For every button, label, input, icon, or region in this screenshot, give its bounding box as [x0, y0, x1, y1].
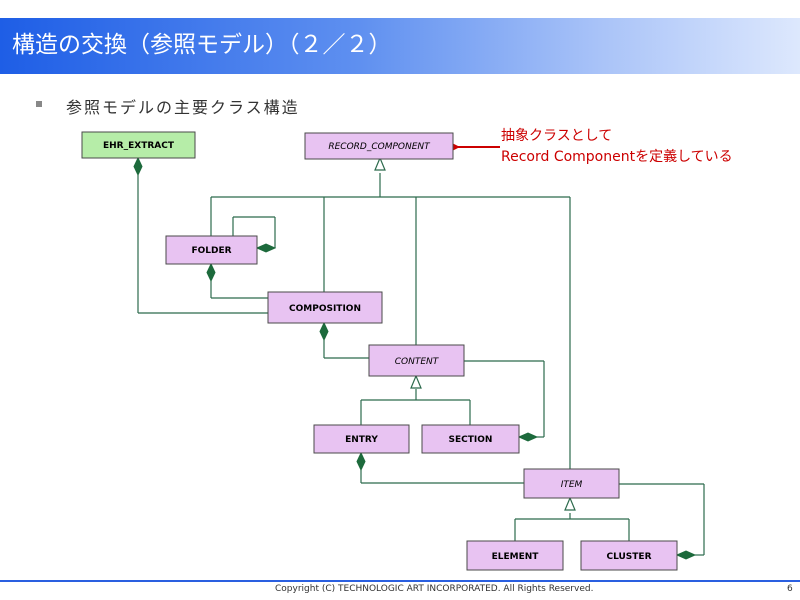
- slide-title: 構造の交換（参照モデル）（２／２）: [12, 32, 392, 58]
- association-composition-content: [319, 321, 369, 359]
- composition-diamond: [319, 321, 329, 342]
- inheritance-content: [360, 374, 471, 425]
- class-label: CLUSTER: [606, 552, 651, 562]
- composition-diamond: [255, 243, 277, 253]
- association-entry-item: [356, 451, 524, 484]
- class-label: CONTENT: [395, 357, 440, 367]
- association-cluster-item: [619, 483, 705, 560]
- association-ehr-extract: [133, 156, 268, 314]
- generalization-arrow: [374, 156, 386, 171]
- copyright-text: Copyright (C) TECHNOLOGIC ART INCORPORAT…: [275, 584, 594, 594]
- inheritance-item: [514, 496, 630, 541]
- class-entry: ENTRY: [313, 424, 410, 454]
- composition-diamond: [517, 432, 539, 442]
- class-label: RECORD_COMPONENT: [328, 142, 431, 152]
- class-label: SECTION: [449, 435, 493, 445]
- class-label: FOLDER: [191, 246, 231, 256]
- composition-diamond: [133, 156, 143, 177]
- class-content: CONTENT: [368, 344, 465, 377]
- annotation-note: 抽象クラスとして Record Componentを定義している: [501, 126, 733, 168]
- generalization-arrow: [564, 496, 576, 511]
- annotation-line-2: Record Componentを定義している: [501, 149, 733, 165]
- class-section: SECTION: [421, 424, 520, 454]
- class-record-component: RECORD_COMPONENT: [304, 132, 454, 160]
- class-label: COMPOSITION: [289, 304, 361, 314]
- title-bar: 構造の交換（参照モデル）（２／２）: [0, 18, 800, 74]
- inheritance-record-component: [210, 156, 571, 469]
- class-item: ITEM: [523, 468, 620, 499]
- composition-diamond: [206, 262, 216, 283]
- footer-rule: [0, 580, 800, 582]
- bullet-square-icon: [36, 101, 42, 107]
- composition-diamond: [356, 451, 366, 472]
- association-folder-composition: [206, 262, 268, 299]
- class-label: ITEM: [561, 480, 583, 490]
- class-element: ELEMENT: [466, 540, 564, 571]
- class-cluster: CLUSTER: [580, 540, 678, 571]
- page-number: 6: [787, 584, 793, 594]
- annotation-line-1: 抽象クラスとして: [501, 128, 613, 144]
- class-label: EHR_EXTRACT: [103, 141, 175, 151]
- class-composition: COMPOSITION: [267, 291, 383, 324]
- class-label: ELEMENT: [492, 552, 540, 562]
- bullet-text: 参照モデルの主要クラス構造: [66, 98, 300, 117]
- association-section-content: [464, 360, 545, 442]
- association-folder-self: [232, 216, 277, 253]
- class-folder: FOLDER: [165, 235, 258, 265]
- composition-diamond: [675, 550, 697, 560]
- generalization-arrow: [410, 374, 422, 389]
- class-ehr-extract: EHR_EXTRACT: [81, 131, 196, 159]
- class-label: ENTRY: [345, 435, 378, 445]
